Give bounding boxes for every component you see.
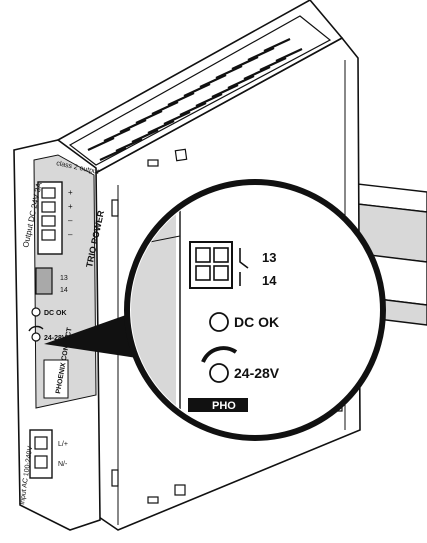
dc-ok-label: DC OK <box>44 310 67 317</box>
callout-logo-fragment: PHO <box>212 400 236 412</box>
input-terminal-neutral: N/- <box>58 461 68 468</box>
vendor-logo <box>43 359 69 399</box>
output-terminal-mark-1: + <box>68 188 73 197</box>
voltage-adjust-pot <box>31 332 41 342</box>
relay-contact-13: 13 <box>60 275 68 282</box>
adjust-arrow-icon <box>201 346 238 363</box>
callout-adjust-label: 24-28V <box>234 365 280 381</box>
input-terminal-line: L/+ <box>58 441 68 448</box>
magnified-callout <box>124 179 386 441</box>
callout-leader <box>44 310 150 360</box>
callout-dc-ok-label: DC OK <box>234 314 279 330</box>
dc-ok-led <box>31 307 41 317</box>
relay-contact-14: 14 <box>60 287 68 294</box>
output-terminal-mark-4: – <box>68 230 73 239</box>
callout-adjust-pot <box>209 363 229 383</box>
output-terminal-mark-3: – <box>68 216 73 225</box>
adjust-range-label: 24-28V <box>44 335 67 342</box>
callout-dc-ok-led <box>209 312 229 332</box>
callout-relay-14: 14 <box>262 273 277 288</box>
relay-terminal <box>35 267 53 295</box>
output-terminal-mark-2: + <box>68 202 73 211</box>
housing-top-vents <box>56 0 344 176</box>
relay-contact-symbol <box>239 248 249 286</box>
callout-relay-13: 13 <box>262 250 276 265</box>
